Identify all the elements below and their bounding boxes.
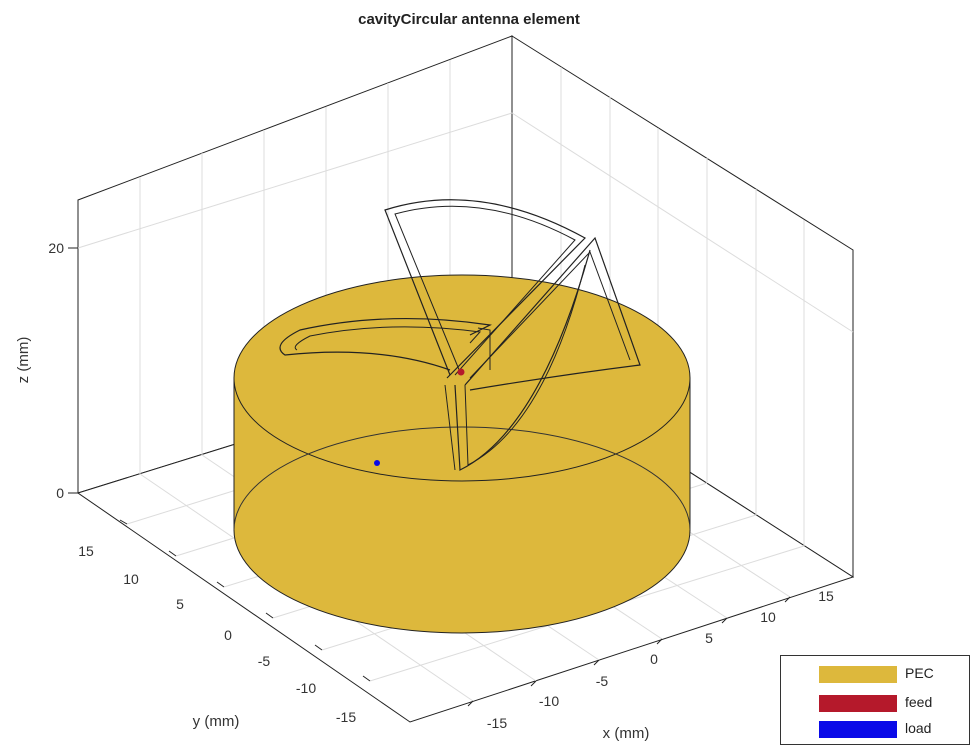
legend-label: PEC [905,665,934,681]
cavity-floor-arc [233,426,691,531]
x-tick-label: 0 [650,651,658,667]
y-tick-label: -5 [258,653,271,669]
plot-title: cavityCircular antenna element [358,11,580,28]
legend-swatch-feed [819,695,897,712]
x-tick-label: -15 [487,715,507,731]
y-axis-label: y (mm) [193,713,240,730]
y-tick-label: 15 [78,543,94,559]
x-tick-label: -10 [539,693,559,709]
x-axis-label: x (mm) [603,725,650,742]
z-axis: 20 0 z (mm) [15,240,78,501]
feed-point [457,368,465,376]
x-tick-label: 15 [818,588,834,604]
z-tick-label: 0 [56,485,64,501]
y-tick-label: -10 [296,680,316,696]
x-tick-label: -5 [596,673,609,689]
legend-swatch-load [819,721,897,738]
x-axis [467,596,791,707]
antenna-wire [279,199,641,471]
y-axis [119,519,371,682]
legend-swatch-pec [819,666,897,683]
x-tick-label: 5 [705,630,713,646]
y-tick-label: -15 [336,709,356,725]
y-tick-label: 5 [176,596,184,612]
x-tick-label: 10 [760,609,776,625]
z-tick-label: 20 [48,240,64,256]
y-tick-label: 0 [224,627,232,643]
z-axis-label: z (mm) [15,337,32,384]
legend: PEC feed load [780,655,970,745]
load-point [374,460,380,466]
legend-label: feed [905,694,933,710]
legend-label: load [905,720,932,736]
cavity-top-face [233,274,691,482]
x-tick-labels: -15 -10 -5 0 5 10 15 x (mm) [487,588,834,742]
y-tick-label: 10 [123,571,139,587]
cavity-cylinder [233,274,691,634]
y-tick-labels: 15 10 5 0 -5 -10 -15 y (mm) [78,543,356,730]
